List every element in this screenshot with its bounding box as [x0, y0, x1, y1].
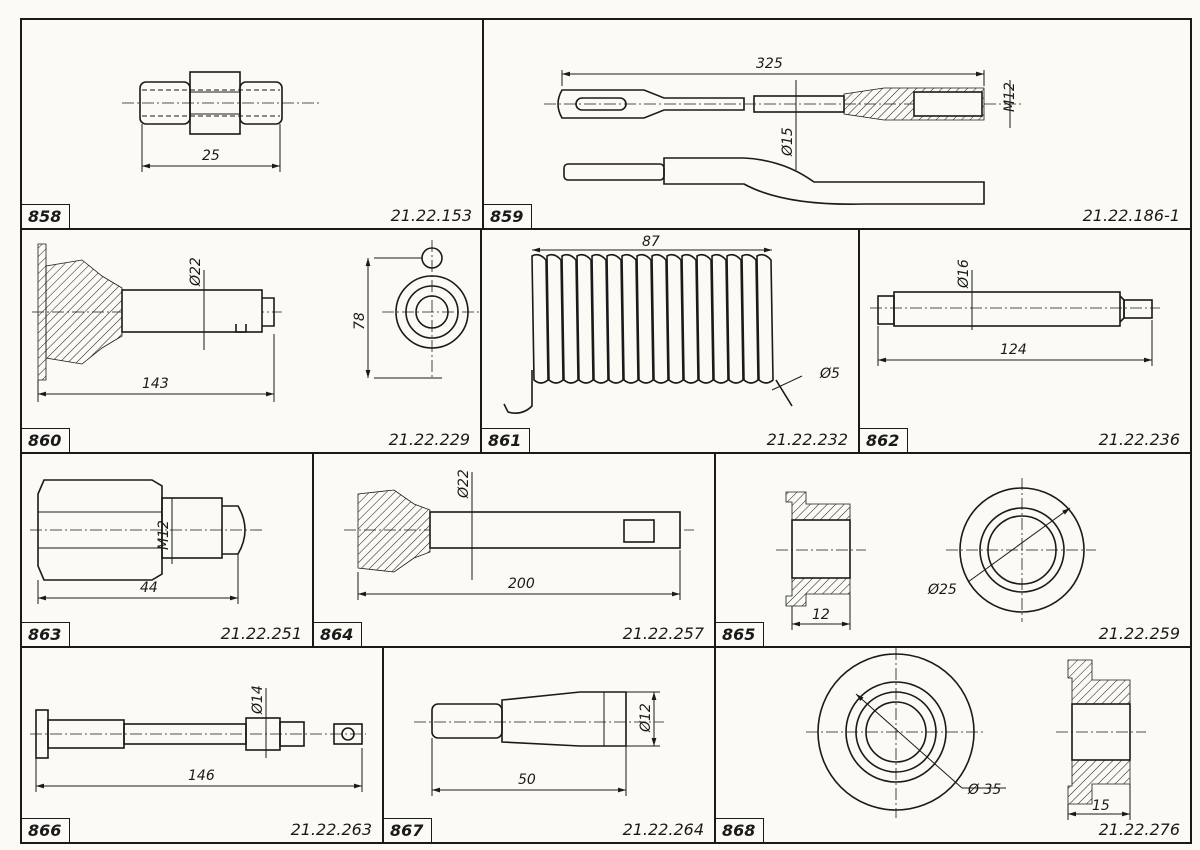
panel-859: 325 M12 Ø15 859 21.22.186-1 — [482, 18, 1192, 230]
part-code-867: 21.22.264 — [622, 820, 704, 839]
spring-coil — [651, 253, 669, 384]
dim-859-thread: M12 — [1002, 82, 1018, 112]
dim-863-thread: M12 — [156, 520, 172, 550]
spring-coil — [696, 253, 714, 384]
panel-861: 87 Ø5 861 21.22.232 — [480, 228, 860, 454]
dim-860-length: 143 — [142, 376, 169, 392]
dim-865-width: 12 — [812, 607, 830, 623]
part-number-865: 865 — [716, 622, 764, 646]
panel-867: Ø12 50 867 21.22.264 — [382, 646, 716, 844]
dim-867-diameter: Ø12 — [638, 703, 654, 733]
spring-coil — [576, 253, 594, 384]
spring-coil — [636, 253, 654, 384]
part-code-868: 21.22.276 — [1098, 820, 1180, 839]
dim-860-diameter: Ø22 — [188, 257, 204, 287]
spring-coil — [546, 253, 564, 384]
part-number-860: 860 — [22, 428, 70, 452]
spring-coil — [711, 253, 729, 384]
part-code-866: 21.22.263 — [290, 820, 372, 839]
spring-coil — [681, 253, 699, 384]
part-number-866: 866 — [22, 818, 70, 842]
part-858-drawing: 25 — [122, 71, 322, 172]
dim-861-wire: Ø5 — [819, 366, 840, 382]
dim-866-length: 146 — [188, 768, 215, 784]
dim-865-diameter: Ø25 — [927, 582, 957, 598]
part-code-858: 21.22.153 — [390, 206, 472, 225]
dim-868-diameter: Ø 35 — [967, 782, 1001, 798]
dim-866-diameter: Ø14 — [250, 685, 266, 715]
dim-864-length: 200 — [508, 576, 535, 592]
part-860-drawing: Ø22 143 78 — [32, 240, 482, 402]
part-866-drawing: Ø14 146 — [30, 685, 366, 792]
spring-coil — [741, 253, 759, 384]
panel-868: Ø 35 15 868 21.22.276 — [714, 646, 1192, 844]
dim-867-length: 50 — [518, 772, 536, 788]
dim-861-length: 87 — [642, 234, 660, 250]
part-number-859: 859 — [484, 204, 532, 228]
part-code-861: 21.22.232 — [766, 430, 848, 449]
part-number-867: 867 — [384, 818, 432, 842]
part-code-864: 21.22.257 — [622, 624, 704, 643]
panel-865: 12 Ø25 865 21.22.259 — [714, 452, 1192, 648]
spring-coil — [561, 253, 579, 384]
part-code-860: 21.22.229 — [388, 430, 470, 449]
part-code-859: 21.22.186-1 — [1082, 206, 1180, 225]
part-868-drawing: Ø 35 15 — [806, 648, 1146, 820]
dim-858-length: 25 — [202, 148, 220, 164]
part-865-drawing: 12 Ø25 — [776, 478, 1096, 630]
part-number-862: 862 — [860, 428, 908, 452]
part-861-drawing: 87 Ø5 — [503, 234, 840, 414]
dim-863-length: 44 — [140, 580, 158, 596]
spring-coil — [606, 253, 624, 384]
panel-863: M12 44 863 21.22.251 — [20, 452, 314, 648]
spring-coil — [666, 253, 684, 384]
spring-coil — [621, 253, 639, 384]
dim-864-diameter: Ø22 — [456, 469, 472, 499]
part-number-864: 864 — [314, 622, 362, 646]
dim-868-width: 15 — [1092, 798, 1110, 814]
dim-862-diameter: Ø16 — [956, 259, 972, 289]
dim-860-height: 78 — [352, 312, 368, 330]
panel-864: Ø22 200 864 21.22.257 — [312, 452, 716, 648]
part-number-863: 863 — [22, 622, 70, 646]
spring-coil — [726, 253, 744, 384]
part-862-drawing: Ø16 124 — [870, 259, 1160, 366]
panel-860: Ø22 143 78 860 21.22.229 — [20, 228, 482, 454]
spring-coils — [531, 253, 774, 384]
panel-862: Ø16 124 862 21.22.236 — [858, 228, 1192, 454]
dim-859-length: 325 — [756, 56, 783, 72]
panel-858: 25 858 21.22.153 — [20, 18, 484, 230]
part-code-862: 21.22.236 — [1098, 430, 1180, 449]
part-864-drawing: Ø22 200 — [344, 469, 694, 600]
dim-862-length: 124 — [1000, 342, 1027, 358]
dim-859-diameter: Ø15 — [780, 127, 796, 157]
part-859-drawing: 325 M12 Ø15 — [544, 56, 1024, 205]
part-867-drawing: Ø12 50 — [414, 691, 664, 796]
part-code-863: 21.22.251 — [220, 624, 302, 643]
part-863-drawing: M12 44 — [30, 479, 262, 604]
part-code-865: 21.22.259 — [1098, 624, 1180, 643]
panel-866: Ø14 146 866 21.22.263 — [20, 646, 384, 844]
part-number-861: 861 — [482, 428, 530, 452]
spring-coil — [756, 253, 774, 384]
spring-coil — [531, 253, 549, 384]
part-number-858: 858 — [22, 204, 70, 228]
spring-coil — [591, 253, 609, 384]
part-number-868: 868 — [716, 818, 764, 842]
